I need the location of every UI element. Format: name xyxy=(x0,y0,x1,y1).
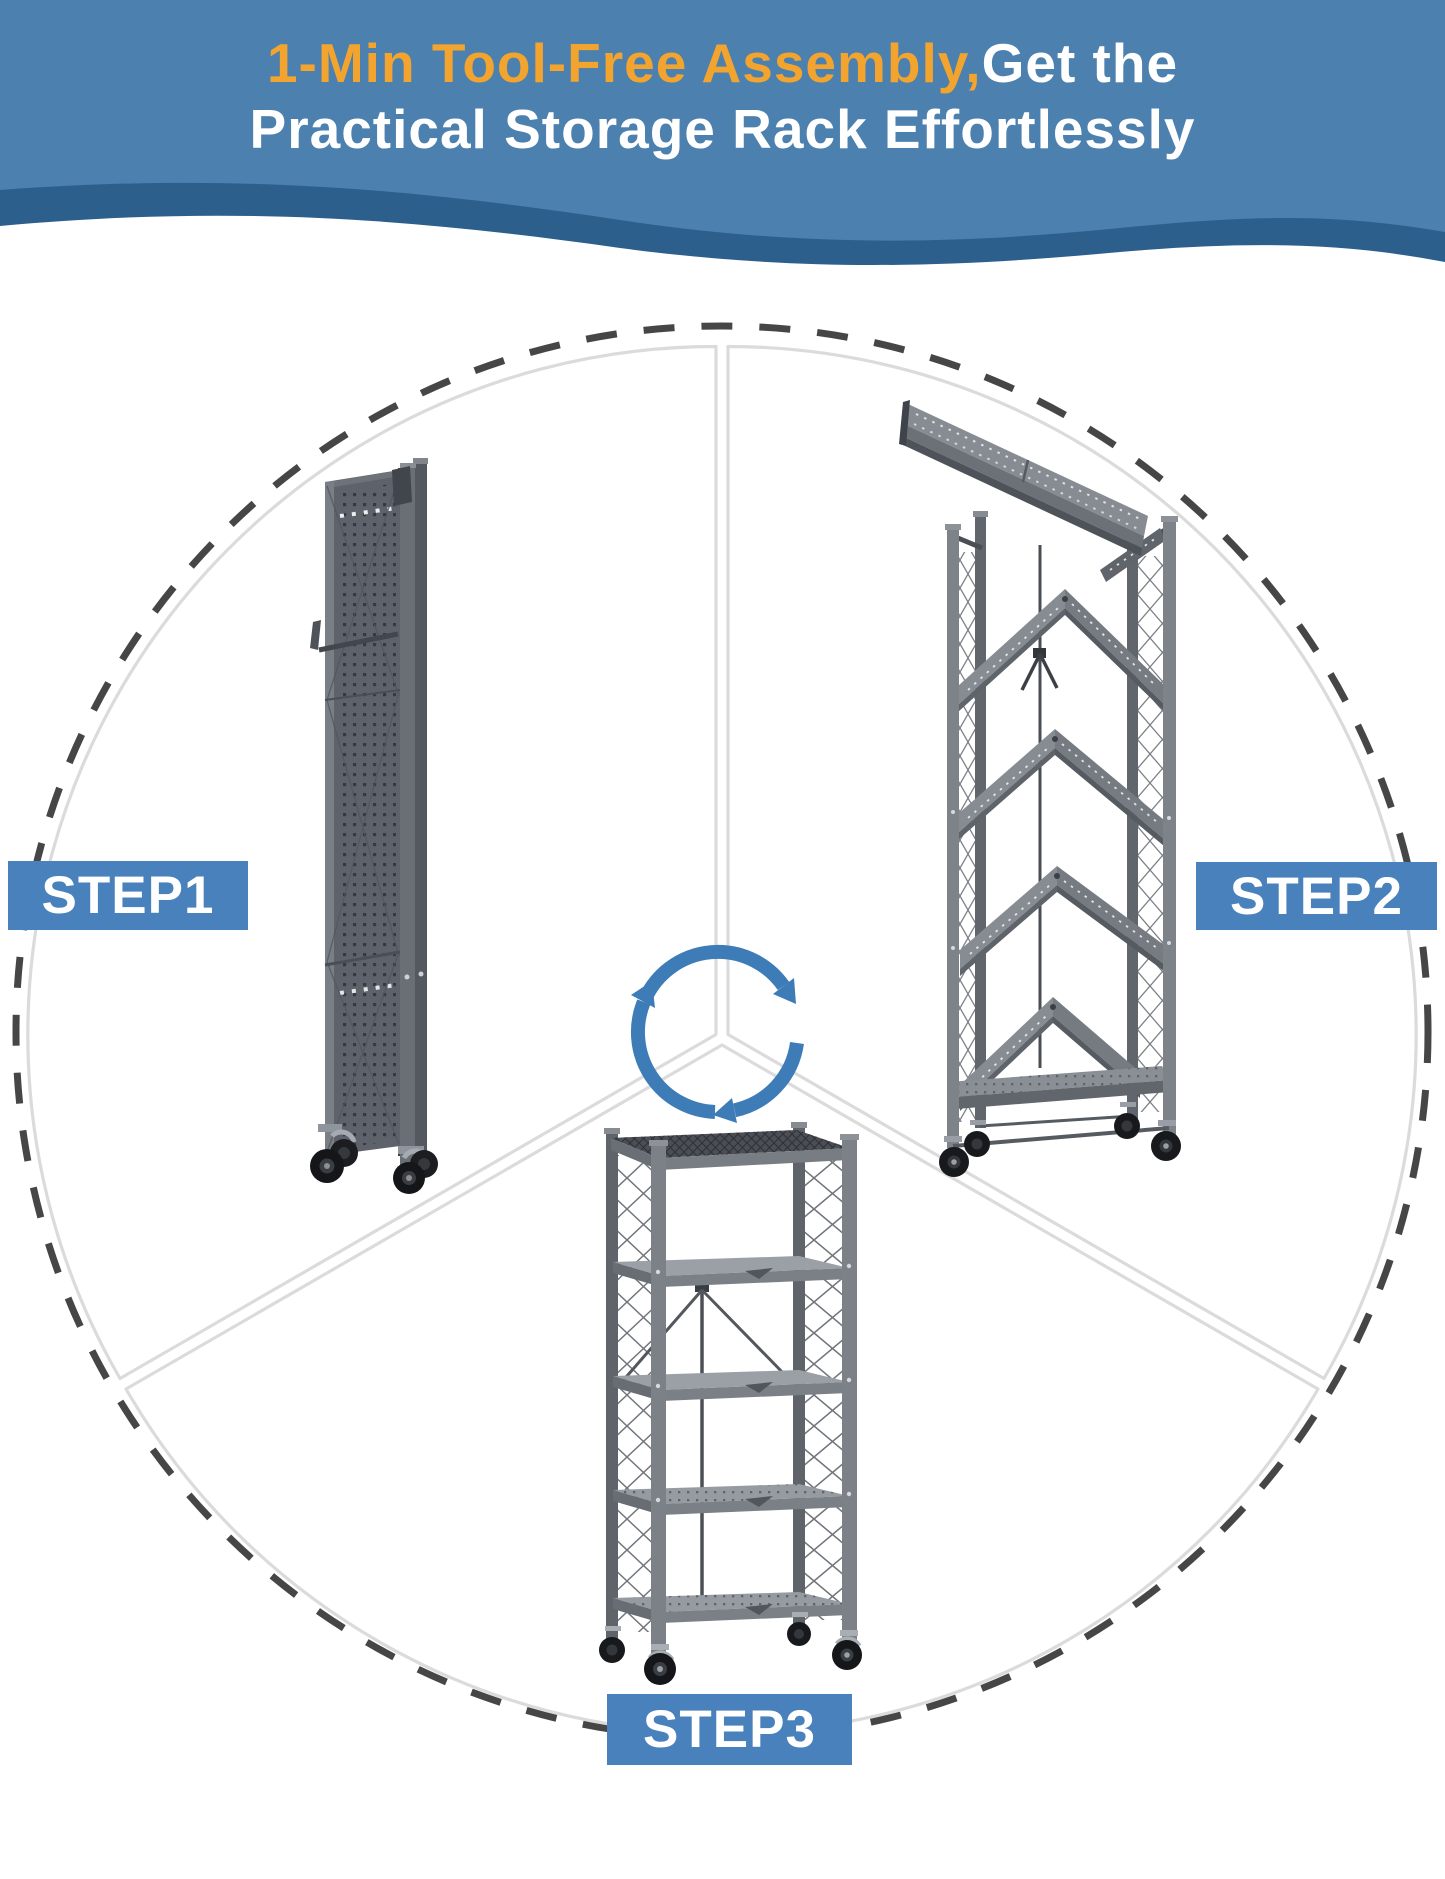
step3-label: STEP3 xyxy=(643,1700,816,1759)
sector-top-right xyxy=(726,344,1418,1381)
title-line-2: Practical Storage Rack Effortlessly xyxy=(249,98,1196,160)
step1-label: STEP1 xyxy=(41,866,215,925)
step2-badge: STEP2 xyxy=(1196,862,1437,930)
title-highlight: 1-Min Tool-Free Assembly, xyxy=(266,32,982,94)
clockwise-rotation-arrows-icon xyxy=(630,944,804,1123)
header-banner xyxy=(0,0,1445,265)
page-title: 1-Min Tool-Free Assembly,Get the Practic… xyxy=(0,30,1445,162)
half-unfolded-rack-illustration xyxy=(899,400,1181,1177)
sector-dividers xyxy=(26,344,1418,1735)
folded-rack-illustration xyxy=(310,458,438,1194)
caster-wheels xyxy=(310,1124,438,1194)
folded-shelves xyxy=(958,589,1164,1111)
caster-wheels xyxy=(599,1612,862,1685)
step2-label: STEP2 xyxy=(1230,866,1403,926)
shelf xyxy=(613,1256,849,1287)
step3-badge: STEP3 xyxy=(607,1694,852,1765)
shelf xyxy=(613,1592,849,1623)
shelf xyxy=(613,1484,849,1515)
sector-top-left xyxy=(26,344,718,1381)
detached-top-shelf xyxy=(899,400,1148,556)
title-rest: Get the xyxy=(981,32,1179,94)
step1-badge: STEP1 xyxy=(8,861,248,930)
top-shelf xyxy=(611,1130,849,1170)
header-background xyxy=(0,0,1445,241)
shelf xyxy=(613,1370,849,1401)
cycle-diagram xyxy=(12,322,1432,1742)
caster-wheels xyxy=(939,1102,1181,1177)
assembled-rack-illustration xyxy=(599,1122,862,1685)
title-line-1: 1-Min Tool-Free Assembly,Get the xyxy=(0,30,1445,96)
